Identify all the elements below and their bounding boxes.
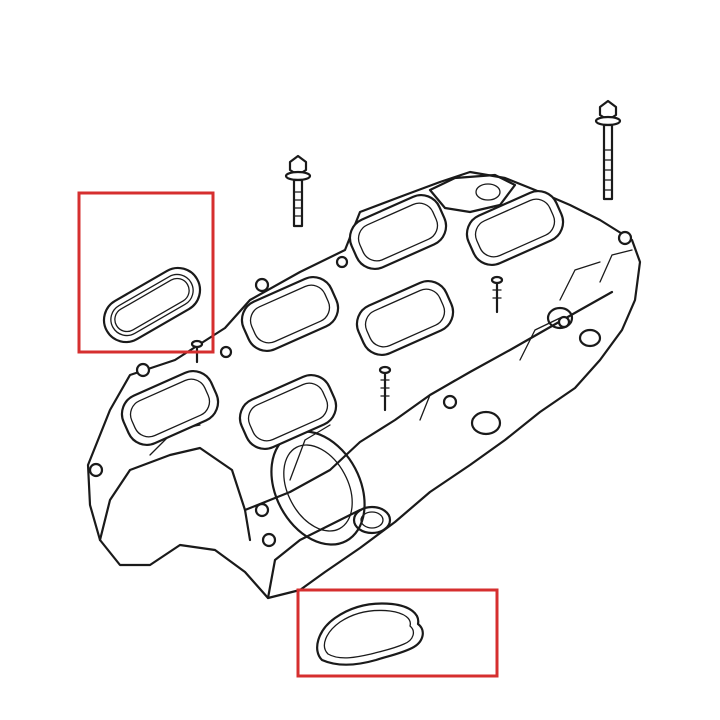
port-opening — [240, 276, 340, 352]
boss — [557, 315, 571, 329]
boss — [335, 255, 349, 269]
boss — [261, 532, 277, 548]
port-opening — [355, 280, 455, 356]
boss — [135, 362, 151, 378]
port-openings — [120, 190, 565, 450]
port-opening — [120, 370, 220, 446]
port-opening — [465, 190, 565, 266]
boss — [88, 462, 104, 478]
boss — [219, 345, 233, 359]
boss — [617, 230, 633, 246]
stud — [378, 365, 392, 412]
boss — [254, 277, 270, 293]
stud — [490, 275, 504, 314]
flange-bosses — [88, 230, 633, 548]
port-opening — [348, 194, 448, 270]
throttle-body-gasket — [316, 602, 424, 666]
boss — [442, 394, 458, 410]
bolt-long — [594, 99, 622, 201]
highlight-box-gasket — [77, 191, 215, 354]
studs — [190, 275, 504, 412]
bolt-short — [284, 154, 312, 228]
boss — [254, 502, 270, 518]
port-opening — [238, 374, 338, 450]
port-gasket — [102, 266, 202, 344]
highlight-box-throttle-gasket — [296, 588, 499, 678]
